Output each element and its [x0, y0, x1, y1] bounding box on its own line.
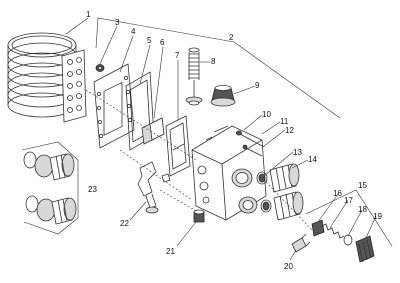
callout-13: 13	[293, 148, 302, 157]
callout-18: 18	[358, 205, 367, 214]
callout-17: 17	[344, 196, 353, 205]
callout-8: 8	[211, 57, 216, 66]
callout-labels: 1 2 3 4 5 6 7 8 9 10 11 12 13 14 15 16 1…	[86, 10, 382, 271]
retaining-clip-part	[291, 233, 311, 253]
callout-7: 7	[175, 51, 180, 60]
gasket-part	[165, 115, 191, 177]
callout-9: 9	[255, 81, 260, 90]
heater-coil-part	[7, 32, 87, 123]
valve-cap-part	[210, 85, 236, 107]
union-set-part	[21, 141, 79, 235]
assembly-guide-lines	[85, 89, 313, 231]
union-fitting-part	[256, 163, 304, 221]
drain-plug-part	[193, 209, 205, 223]
callout-15: 15	[358, 181, 367, 190]
callout-2: 2	[229, 33, 234, 42]
callout-3: 3	[115, 18, 120, 27]
callout-10: 10	[262, 110, 271, 119]
callout-6: 6	[160, 38, 165, 47]
leader-lines	[65, 17, 377, 261]
callout-20: 20	[284, 262, 293, 271]
callout-16: 16	[333, 189, 342, 198]
callout-4: 4	[131, 27, 136, 36]
check-valve-assembly-part	[311, 219, 375, 263]
screw-part	[236, 130, 265, 157]
group-brackets	[95, 17, 393, 247]
pressure-switch-fitting-part	[137, 161, 171, 214]
baffle-part	[141, 117, 165, 145]
callout-21: 21	[166, 247, 175, 256]
pressure-relief-spring-part	[185, 47, 203, 106]
o-ring-part	[95, 64, 105, 72]
callout-12: 12	[285, 126, 294, 135]
callout-1: 1	[86, 10, 91, 19]
callout-19: 19	[373, 212, 382, 221]
gasket-plate-part	[93, 63, 135, 149]
callout-14: 14	[308, 155, 317, 164]
callout-5: 5	[147, 36, 152, 45]
manifold-housing-part	[191, 125, 267, 221]
callout-22: 22	[120, 219, 129, 228]
callout-11: 11	[280, 117, 289, 126]
callout-23: 23	[88, 185, 97, 194]
